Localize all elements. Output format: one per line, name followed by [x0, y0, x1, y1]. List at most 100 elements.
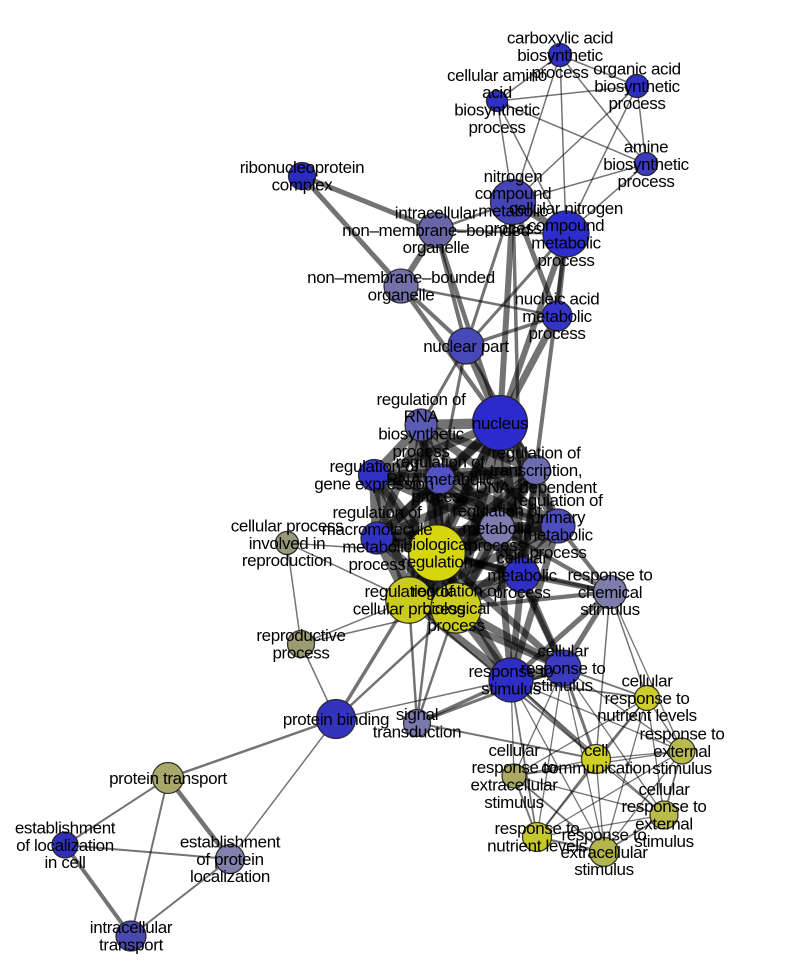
svg-text:cellular: cellular — [621, 672, 673, 691]
svg-text:RNA metabolic: RNA metabolic — [386, 470, 495, 489]
svg-text:process: process — [427, 616, 484, 635]
svg-text:cell: cell — [584, 741, 608, 760]
svg-text:ribonucleoprotein: ribonucleoprotein — [240, 158, 364, 177]
svg-text:regulation of: regulation of — [452, 502, 542, 521]
svg-text:chemical: chemical — [578, 583, 642, 602]
svg-text:establishment: establishment — [15, 819, 116, 838]
svg-text:transduction: transduction — [373, 723, 461, 742]
svg-text:biosynthetic: biosynthetic — [378, 425, 464, 444]
svg-text:process: process — [468, 118, 525, 137]
svg-text:transport: transport — [99, 936, 164, 955]
svg-text:of localization: of localization — [16, 836, 114, 855]
svg-text:stimulus: stimulus — [574, 860, 634, 879]
svg-text:intracellular: intracellular — [395, 204, 478, 223]
svg-text:organic acid: organic acid — [593, 60, 680, 79]
svg-text:RNA: RNA — [404, 407, 440, 426]
svg-text:external: external — [635, 815, 693, 834]
svg-text:cellular process: cellular process — [231, 517, 344, 536]
svg-text:cellular: cellular — [496, 549, 548, 568]
svg-text:gene expression: gene expression — [314, 475, 434, 494]
svg-text:biosynthetic: biosynthetic — [517, 46, 603, 65]
svg-text:biosynthetic: biosynthetic — [594, 77, 680, 96]
svg-text:nutrient levels: nutrient levels — [487, 837, 587, 856]
svg-text:organelle: organelle — [403, 238, 470, 257]
svg-text:DNA–dependent: DNA–dependent — [475, 478, 597, 497]
svg-text:extracellular: extracellular — [470, 776, 558, 795]
svg-text:process: process — [493, 583, 550, 602]
svg-text:compound: compound — [528, 216, 605, 235]
svg-text:regulation of: regulation of — [513, 491, 603, 510]
svg-text:process: process — [392, 442, 449, 461]
svg-text:protein transport: protein transport — [109, 769, 227, 788]
svg-text:process: process — [272, 644, 329, 663]
svg-text:nucleus: nucleus — [472, 414, 528, 433]
svg-text:regulation of: regulation of — [329, 457, 419, 476]
svg-text:cellular: cellular — [537, 642, 589, 661]
svg-text:acid: acid — [482, 83, 512, 102]
svg-text:metabolic: metabolic — [522, 307, 592, 326]
svg-text:response to: response to — [562, 826, 647, 845]
svg-text:regulation of: regulation of — [332, 503, 422, 522]
svg-text:process: process — [531, 63, 588, 82]
svg-text:macromolecule: macromolecule — [322, 520, 433, 539]
svg-text:nucleic acid: nucleic acid — [515, 290, 600, 309]
svg-text:metabolic: metabolic — [462, 519, 532, 538]
svg-text:amine: amine — [624, 138, 669, 157]
svg-text:external: external — [653, 742, 711, 761]
svg-text:extracellular: extracellular — [560, 843, 648, 862]
svg-text:protein binding: protein binding — [283, 710, 389, 729]
svg-text:cellular: cellular — [488, 741, 540, 760]
svg-text:process: process — [529, 543, 586, 562]
svg-text:complex: complex — [272, 176, 334, 195]
svg-text:cellular: cellular — [638, 780, 690, 799]
svg-text:in cell: in cell — [44, 853, 85, 872]
svg-text:stimulus: stimulus — [481, 680, 541, 699]
svg-text:stimulus: stimulus — [580, 600, 640, 619]
svg-text:response to: response to — [605, 689, 690, 708]
svg-text:process: process — [528, 324, 585, 343]
svg-text:response to: response to — [469, 662, 554, 681]
svg-text:nuclear part: nuclear part — [423, 337, 509, 356]
svg-text:metabolic: metabolic — [487, 566, 557, 585]
svg-text:localization: localization — [190, 867, 270, 886]
svg-text:regulation of: regulation of — [364, 582, 454, 601]
svg-text:intracellular: intracellular — [90, 918, 173, 937]
svg-text:response to: response to — [568, 566, 653, 585]
svg-text:biological: biological — [422, 599, 489, 618]
svg-text:regulation: regulation — [401, 553, 472, 572]
svg-text:process: process — [348, 555, 405, 574]
svg-text:stimulus: stimulus — [634, 832, 694, 851]
svg-text:stimulus: stimulus — [652, 759, 712, 778]
svg-text:process: process — [468, 536, 525, 555]
svg-text:process: process — [608, 94, 665, 113]
svg-text:non–membrane–bounded: non–membrane–bounded — [342, 221, 530, 240]
svg-text:cellular amino: cellular amino — [447, 66, 547, 85]
svg-text:metabolic: metabolic — [531, 234, 601, 253]
svg-text:regulation of: regulation of — [395, 453, 485, 472]
svg-text:process: process — [617, 172, 674, 191]
svg-text:response to: response to — [622, 797, 707, 816]
svg-text:metabolic: metabolic — [478, 202, 548, 221]
svg-text:regulation of: regulation of — [376, 390, 466, 409]
svg-text:transcription,: transcription, — [490, 461, 582, 480]
svg-text:metabolic: metabolic — [342, 538, 412, 557]
svg-text:response to: response to — [472, 758, 557, 777]
svg-text:stimulus: stimulus — [484, 793, 544, 812]
svg-text:biosynthetic: biosynthetic — [603, 155, 689, 174]
svg-text:carboxylic acid: carboxylic acid — [507, 29, 613, 48]
svg-text:cellular nitrogen: cellular nitrogen — [509, 199, 623, 218]
svg-text:compound: compound — [475, 184, 552, 203]
svg-text:cellular process: cellular process — [353, 600, 466, 619]
svg-text:nitrogen: nitrogen — [484, 167, 543, 186]
svg-text:establishment: establishment — [180, 833, 281, 852]
svg-text:response to: response to — [495, 819, 580, 838]
svg-text:metabolic: metabolic — [523, 526, 593, 545]
svg-text:signal: signal — [396, 705, 438, 724]
svg-text:of protein: of protein — [196, 850, 263, 869]
svg-text:process: process — [411, 487, 468, 506]
svg-text:reproduction: reproduction — [242, 551, 332, 570]
svg-text:primary: primary — [531, 508, 586, 527]
svg-text:response to: response to — [640, 725, 725, 744]
svg-text:process: process — [537, 251, 594, 270]
svg-text:nutrient levels: nutrient levels — [597, 706, 697, 725]
